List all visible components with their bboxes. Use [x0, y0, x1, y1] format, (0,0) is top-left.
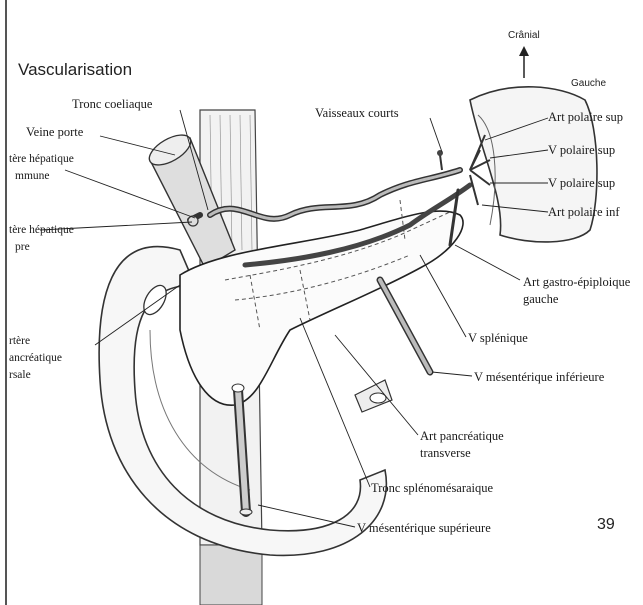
bowel-segment-end	[370, 393, 386, 403]
label-v-polaire-sup-2: V polaire sup	[548, 176, 615, 190]
label-tronc-coeliaque: Tronc coeliaque	[72, 97, 152, 111]
label-art-polaire-inf: Art polaire inf	[548, 205, 620, 219]
inf-mesenteric-vein-inner	[380, 280, 430, 372]
pancreatic-opening	[232, 384, 244, 392]
diagram-title: Vascularisation	[18, 60, 132, 80]
label-v-mesenterique-sup: V mésentérique supérieure	[357, 521, 491, 535]
label-v-mesenterique-inf: V mésentérique inférieure	[474, 370, 604, 384]
label-art-hep-commune-line1: tère hépatique	[9, 151, 74, 168]
label-art-pancr-transverse-line2: transverse	[420, 445, 504, 462]
label-art-gastro-line1: Art gastro-épiploique	[523, 274, 630, 291]
label-art-polaire-sup: Art polaire sup	[548, 110, 623, 124]
label-art-hepatique-commune: tère hépatique mmune	[9, 151, 74, 185]
label-tronc-splenomesaraique: Tronc splénomésaraique	[371, 481, 493, 495]
label-art-hep-commune-line2: mmune	[15, 168, 74, 185]
label-art-pancr-dorsale-line3: rsale	[9, 367, 62, 384]
label-art-gastro-epiploique: Art gastro-épiploique gauche	[523, 274, 630, 308]
label-art-gastro-line2: gauche	[523, 291, 630, 308]
label-art-pancr-transverse-line1: Art pancréatique	[420, 428, 504, 445]
gauche-label: Gauche	[571, 78, 606, 89]
page-number: 39	[597, 516, 615, 534]
label-art-pancr-dorsale-line2: ancréatique	[9, 350, 62, 367]
cranial-label: Crânial	[508, 30, 540, 41]
cranial-arrow-head	[519, 46, 529, 56]
label-veine-porte: Veine porte	[26, 125, 83, 139]
label-art-pancr-dorsale-line1: rtère	[9, 333, 62, 350]
label-v-splenique: V splénique	[468, 331, 528, 345]
short-vessel-tip	[437, 150, 443, 156]
label-art-hepatique-propre: tère hépatique pre	[9, 222, 74, 256]
label-art-pancr-transverse: Art pancréatique transverse	[420, 428, 504, 462]
label-v-polaire-sup-1: V polaire sup	[548, 143, 615, 157]
label-art-hep-propre-line1: tère hépatique	[9, 222, 74, 239]
label-art-hep-propre-line2: pre	[15, 239, 74, 256]
label-vaisseaux-courts: Vaisseaux courts	[315, 106, 399, 120]
sup-mesenteric-vein-end	[240, 509, 252, 515]
label-art-pancreatique-dorsale: rtère ancréatique rsale	[9, 333, 62, 384]
lower-column	[200, 545, 262, 605]
